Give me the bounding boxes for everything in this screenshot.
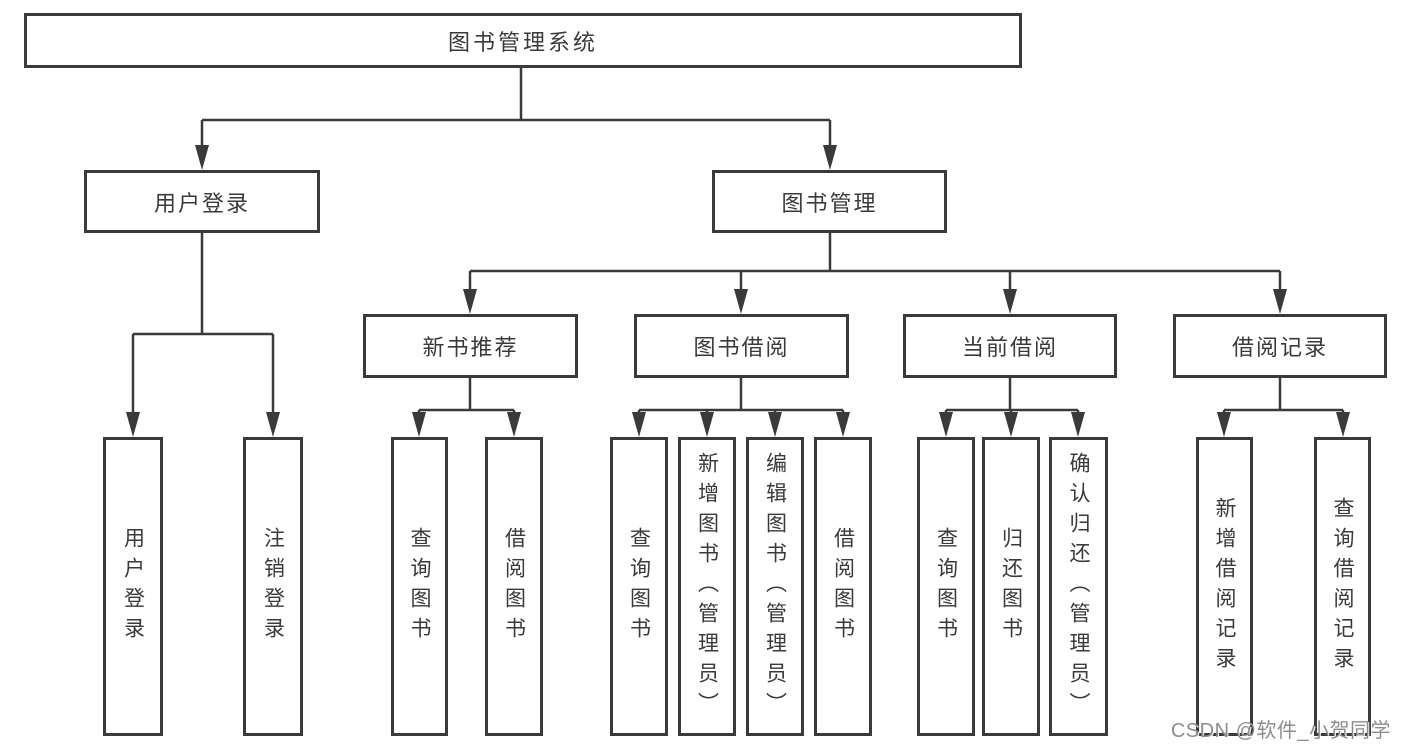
borrow-records-connector: [1222, 378, 1345, 420]
current-borrow-connector: [944, 378, 1080, 420]
node-book-borrowing: 图书借阅: [634, 314, 849, 378]
node-user-login: 用户登录: [84, 170, 320, 233]
node-user-login-label: 用户登录: [153, 190, 250, 216]
leaf-borrow-books-newbooks-label: 借阅图书: [502, 526, 526, 647]
node-borrowing-records-label: 借阅记录: [1231, 335, 1328, 360]
leaf-add-book-admin-label: 新增图书（管理员）: [695, 451, 719, 722]
node-book-borrowing-label: 图书借阅: [693, 335, 790, 360]
csdn-watermark: CSDN @软件_小贺同学: [1170, 720, 1391, 742]
leaf-query-books-borrowing: 查询图书: [610, 437, 668, 736]
user-login-connector: [131, 233, 275, 416]
leaf-logout-label: 注销登录: [261, 526, 285, 647]
leaf-query-books-current-label: 查询图书: [934, 526, 958, 647]
leaf-edit-book-admin: 编辑图书（管理员）: [746, 437, 804, 736]
leaf-query-books-newbooks: 查询图书: [391, 437, 448, 736]
leaf-borrow-books-borrowing-label: 借阅图书: [831, 526, 855, 647]
leaf-return-book-label: 归还图书: [999, 526, 1023, 647]
leaf-query-books-borrowing-label: 查询图书: [627, 526, 651, 647]
node-library-system: 图书管理系统: [24, 13, 1022, 68]
leaf-borrow-books-borrowing: 借阅图书: [814, 437, 872, 736]
node-library-system-label: 图书管理系统: [447, 29, 598, 55]
leaf-query-borrow-record-label: 查询借阅记录: [1331, 496, 1354, 677]
node-borrowing-records: 借阅记录: [1173, 314, 1387, 378]
node-new-book-recommend-label: 新书推荐: [422, 335, 519, 360]
leaf-query-books-newbooks-label: 查询图书: [408, 526, 431, 647]
leaf-add-borrow-record: 新增借阅记录: [1196, 437, 1253, 736]
leaf-borrow-books-newbooks: 借阅图书: [485, 437, 543, 736]
leaf-confirm-return-admin-label: 确认归还（管理员）: [1067, 451, 1090, 722]
node-book-management: 图书管理: [712, 170, 947, 233]
book-mgmt-connector: [468, 233, 1282, 292]
leaf-user-login-label: 用户登录: [121, 526, 145, 647]
node-current-borrowing: 当前借阅: [903, 314, 1117, 378]
leaf-query-borrow-record: 查询借阅记录: [1314, 437, 1371, 736]
leaf-add-borrow-record-label: 新增借阅记录: [1213, 496, 1236, 677]
leaf-query-books-current: 查询图书: [917, 437, 975, 736]
leaf-return-book: 归还图书: [982, 437, 1040, 736]
leaf-add-book-admin: 新增图书（管理员）: [678, 437, 736, 736]
node-current-borrowing-label: 当前借阅: [961, 335, 1058, 360]
level1-connector: [200, 68, 832, 150]
leaf-user-login: 用户登录: [103, 437, 163, 736]
new-books-connector: [417, 378, 516, 420]
book-borrow-connector: [637, 378, 845, 420]
leaf-logout: 注销登录: [243, 437, 303, 736]
node-book-management-label: 图书管理: [781, 190, 878, 216]
node-new-book-recommend: 新书推荐: [363, 314, 578, 378]
leaf-confirm-return-admin: 确认归还（管理员）: [1049, 437, 1108, 736]
leaf-edit-book-admin-label: 编辑图书（管理员）: [763, 451, 787, 722]
